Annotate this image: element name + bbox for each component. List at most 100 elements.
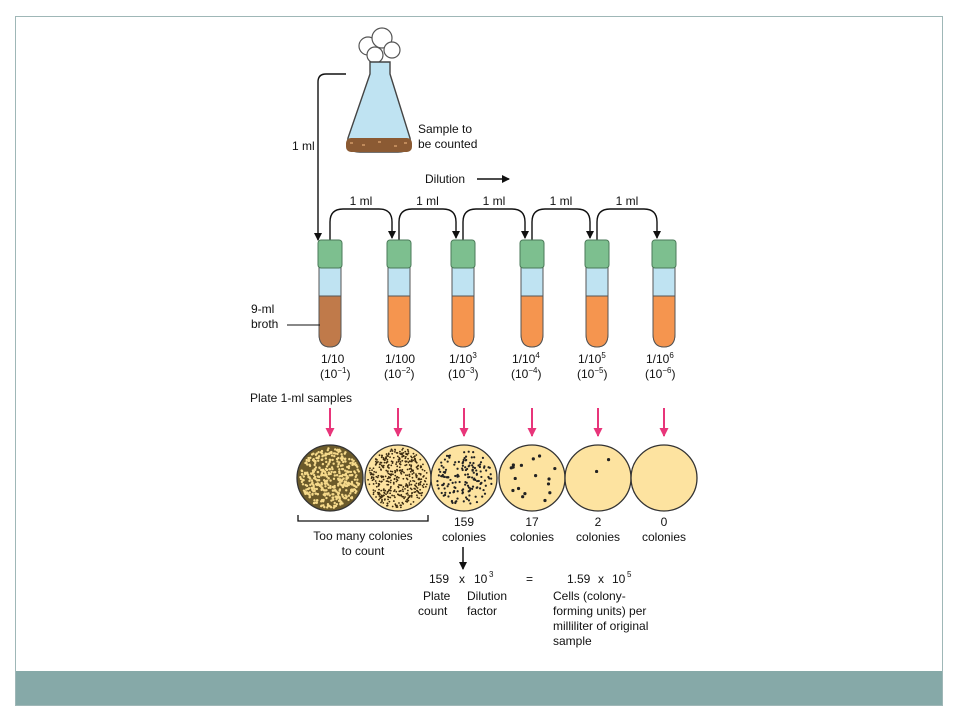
colony bbox=[385, 457, 388, 460]
colony bbox=[385, 493, 387, 496]
colony bbox=[395, 463, 397, 465]
colony bbox=[304, 483, 307, 487]
transfer-label-5: 1 ml bbox=[616, 194, 639, 208]
colony bbox=[335, 497, 338, 501]
colony bbox=[454, 461, 457, 464]
colony bbox=[402, 490, 405, 493]
colony bbox=[336, 484, 340, 487]
petri-plate-6 bbox=[630, 444, 698, 512]
colony bbox=[313, 499, 316, 502]
dilution-label-6: 1/106(10−6) bbox=[645, 351, 675, 381]
result-line4: sample bbox=[553, 634, 592, 648]
colony bbox=[444, 470, 447, 473]
colony bbox=[523, 492, 527, 496]
colony bbox=[330, 466, 334, 469]
colony bbox=[328, 494, 332, 497]
plate-label: Plate 1-ml samples bbox=[250, 391, 352, 405]
colony bbox=[338, 481, 342, 484]
colony bbox=[415, 461, 418, 464]
colony bbox=[308, 479, 311, 483]
colony bbox=[490, 482, 493, 485]
colony bbox=[442, 466, 445, 469]
colony bbox=[391, 470, 394, 473]
eq-exp1: 3 bbox=[489, 570, 494, 579]
colony bbox=[395, 490, 398, 493]
colony bbox=[458, 480, 461, 484]
colony bbox=[334, 452, 337, 455]
colony bbox=[464, 496, 468, 499]
colony bbox=[328, 452, 331, 456]
colony bbox=[402, 447, 404, 450]
sample-label-line1: Sample to bbox=[418, 122, 472, 136]
colony bbox=[456, 474, 459, 477]
slide-frame bbox=[15, 16, 943, 706]
colony bbox=[487, 466, 490, 469]
colony bbox=[376, 491, 379, 494]
colony bbox=[408, 468, 411, 470]
fraction: 1/10 bbox=[321, 352, 345, 366]
colony bbox=[324, 454, 327, 457]
colony bbox=[464, 466, 467, 469]
colony bbox=[405, 483, 408, 485]
colony bbox=[404, 457, 407, 460]
colony bbox=[447, 483, 450, 486]
dilution-factor-line1: Dilution bbox=[467, 589, 507, 603]
colony bbox=[315, 501, 319, 504]
colony bbox=[450, 499, 454, 503]
tube-cap bbox=[386, 239, 412, 269]
colony bbox=[349, 462, 352, 465]
colony bbox=[391, 505, 394, 508]
colony bbox=[417, 482, 420, 485]
colony bbox=[468, 494, 471, 497]
colony bbox=[339, 502, 343, 505]
colony bbox=[314, 466, 318, 469]
colony bbox=[353, 471, 357, 474]
colony bbox=[350, 458, 354, 461]
fraction-base: 1/10 bbox=[512, 352, 536, 366]
colony bbox=[490, 477, 493, 480]
colony bbox=[357, 470, 361, 473]
colony bbox=[391, 450, 394, 452]
colony bbox=[393, 478, 396, 481]
colony bbox=[322, 479, 326, 482]
colony bbox=[519, 463, 524, 467]
colony bbox=[417, 484, 420, 486]
colony bbox=[391, 452, 394, 455]
colony bbox=[405, 474, 407, 477]
colony bbox=[440, 464, 443, 467]
colony bbox=[344, 460, 347, 463]
colony bbox=[447, 495, 450, 498]
colony bbox=[401, 459, 404, 462]
colony-unit-4: colonies bbox=[510, 530, 554, 544]
colony-unit-3: colonies bbox=[442, 530, 486, 544]
colony bbox=[477, 464, 480, 467]
colony bbox=[389, 481, 392, 484]
colony bbox=[422, 475, 425, 477]
colony bbox=[472, 471, 475, 474]
colony bbox=[319, 451, 323, 454]
fraction: 1/103 bbox=[449, 351, 477, 366]
colony bbox=[375, 475, 378, 478]
sci-base: (10 bbox=[645, 367, 663, 381]
colony bbox=[451, 501, 454, 504]
colony bbox=[387, 472, 390, 475]
colony bbox=[408, 482, 411, 484]
colony bbox=[480, 481, 483, 484]
colony bbox=[344, 451, 347, 454]
colony bbox=[330, 454, 334, 457]
colony bbox=[325, 460, 328, 464]
colony bbox=[404, 464, 407, 467]
colony bbox=[442, 475, 445, 478]
colony bbox=[312, 501, 316, 505]
colony bbox=[372, 483, 375, 485]
colony bbox=[475, 472, 479, 475]
colony bbox=[399, 504, 402, 507]
colony bbox=[461, 491, 465, 494]
colony bbox=[380, 501, 382, 504]
colony bbox=[464, 455, 468, 458]
colony bbox=[401, 495, 404, 498]
colony bbox=[308, 463, 311, 466]
result-line1: Cells (colony- bbox=[553, 589, 626, 603]
colony bbox=[419, 473, 422, 476]
